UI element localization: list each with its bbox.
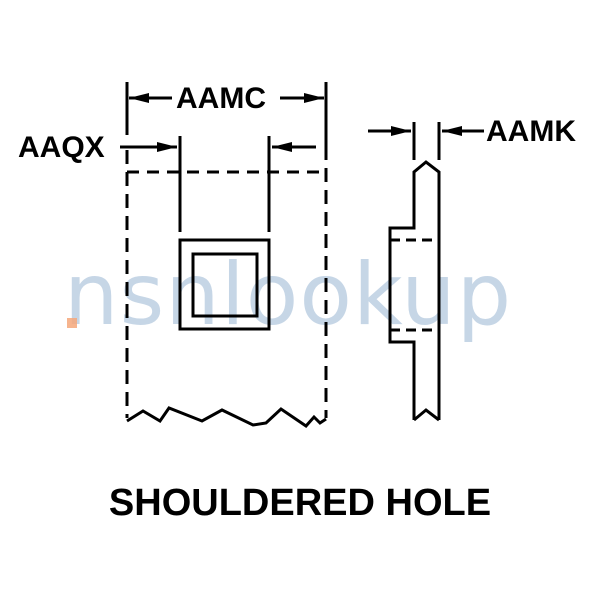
front-view [120, 82, 328, 428]
diagram-title: SHOULDERED HOLE [108, 482, 492, 524]
label-aamc: AAMC [174, 82, 268, 115]
watermark-dot [67, 318, 77, 328]
label-aamk: AAMK [484, 115, 578, 148]
label-aaqx: AAQX [16, 131, 107, 164]
side-view [368, 122, 484, 422]
